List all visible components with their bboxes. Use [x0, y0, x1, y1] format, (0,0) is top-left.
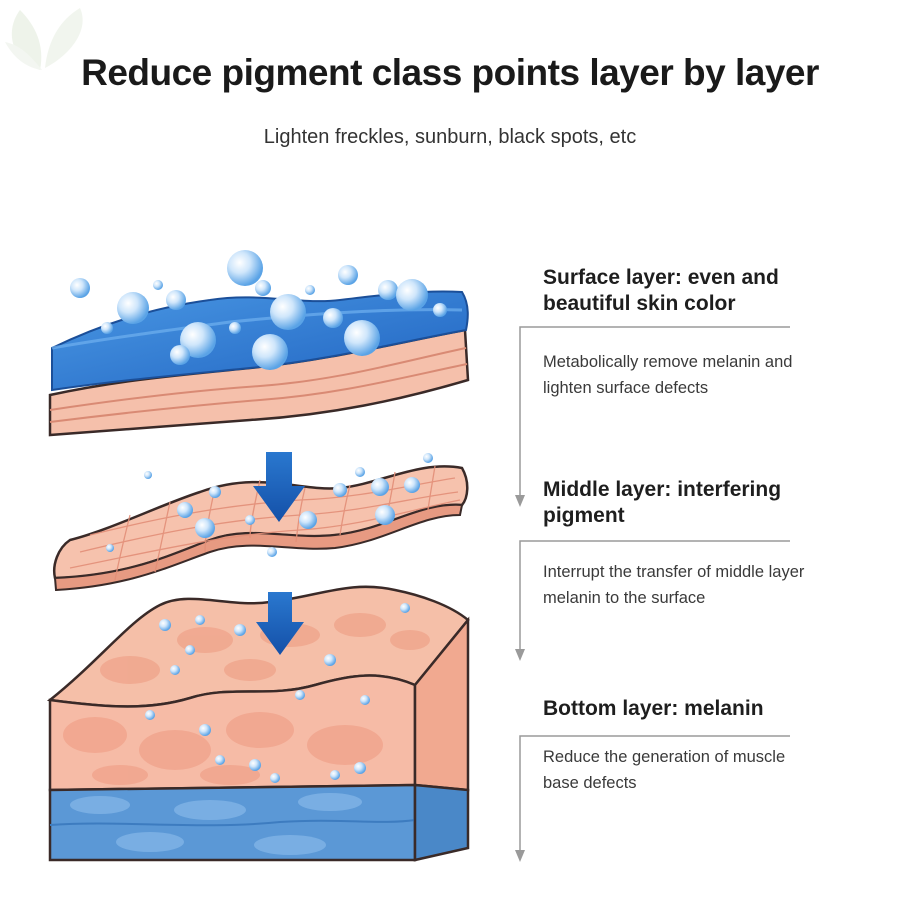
layer-desc-line: Reduce the generation of muscle — [543, 748, 786, 766]
layer-desc-line: Interrupt the transfer of middle layer — [543, 563, 805, 581]
layer-desc-middle: Interrupt the transfer of middle layer m… — [543, 559, 833, 611]
layer-heading-bottom: Bottom layer: melanin — [543, 696, 845, 722]
bottom-skin-block — [46, 585, 470, 862]
page-subtitle: Lighten freckles, sunburn, black spots, … — [263, 126, 637, 148]
layer-heading-middle: Middle layer: interfering pigment — [543, 477, 845, 529]
layer-heading-line: pigment — [543, 504, 625, 527]
layer-desc-line: melanin to the surface — [543, 589, 706, 607]
layer-desc-line: Metabolically remove melanin and — [543, 353, 793, 371]
middle-skin-sheet — [53, 453, 469, 592]
down-arrow-lower — [256, 592, 304, 655]
layer-desc-line: lighten surface defects — [543, 379, 709, 397]
surface-skin-layer — [48, 250, 470, 437]
layer-heading-line: Bottom layer: melanin — [543, 697, 764, 720]
leaf-watermark-icon — [5, 8, 83, 70]
layer-desc-line: base defects — [543, 774, 637, 792]
connector-arrow-surface — [515, 326, 790, 507]
layer-heading-line: Surface layer: even and — [543, 266, 779, 289]
down-arrow-upper — [253, 452, 305, 522]
layer-heading-line: Middle layer: interfering — [543, 478, 782, 501]
skin-layers-illustration — [46, 250, 470, 862]
layer-heading-line: beautiful skin color — [543, 292, 736, 315]
layer-block-surface: Surface layer: even and beautiful skin c… — [515, 265, 845, 507]
page-title: Reduce pigment class points layer by lay… — [81, 52, 819, 93]
layer-desc-bottom: Reduce the generation of muscle base def… — [543, 744, 833, 796]
layer-desc-surface: Metabolically remove melanin and lighten… — [543, 349, 833, 401]
connector-arrow-middle — [515, 540, 790, 661]
connector-arrow-bottom — [515, 735, 790, 862]
layer-heading-surface: Surface layer: even and beautiful skin c… — [543, 265, 845, 317]
layer-block-middle: Middle layer: interfering pigment Interr… — [515, 477, 845, 661]
layer-block-bottom: Bottom layer: melanin Reduce the generat… — [515, 696, 845, 862]
